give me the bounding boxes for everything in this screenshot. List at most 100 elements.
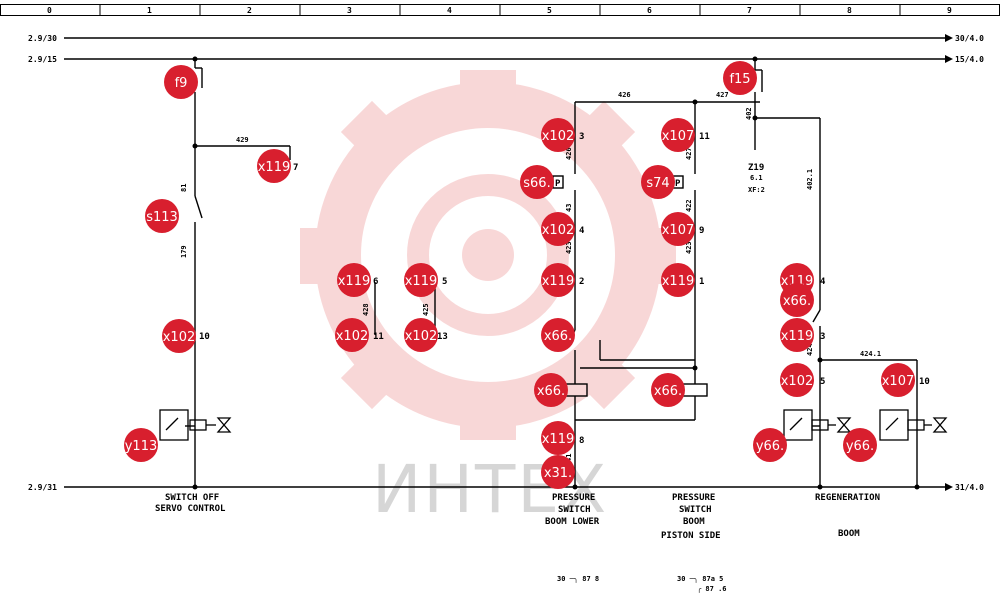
marker-x119-a[interactable]: x119 — [257, 149, 291, 183]
svg-text:x119: x119 — [781, 329, 814, 344]
relay-note-3: ╭ 87 .6 — [697, 585, 727, 593]
solenoid-valve-2 — [783, 409, 852, 441]
marker-x102-f[interactable]: x102 — [780, 363, 814, 397]
marker-x102-c[interactable]: x102 — [404, 318, 438, 352]
svg-text:s74: s74 — [646, 176, 669, 191]
ruler-col-3: 3 — [347, 6, 352, 15]
ruler-col-9: 9 — [947, 6, 952, 15]
marker-x119-f[interactable]: x119 — [541, 421, 575, 455]
svg-text:x119: x119 — [258, 160, 291, 175]
pin-x119-2: 2 — [579, 277, 584, 287]
marker-s113[interactable]: s113 — [145, 199, 179, 233]
svg-text:x119: x119 — [542, 432, 575, 447]
marker-x119-h[interactable]: x119 — [780, 318, 814, 352]
marker-y66-a[interactable]: y66. — [753, 428, 787, 462]
solenoid-valve-3 — [879, 409, 948, 441]
section-2-line-2: SWITCH — [558, 505, 591, 515]
section-2-line-3: BOOM LOWER — [545, 517, 600, 527]
section-1-line-2: SERVO CONTROL — [155, 504, 226, 514]
svg-text:x102: x102 — [542, 223, 575, 238]
svg-text:y66.: y66. — [756, 439, 784, 454]
ruler-col-1: 1 — [147, 6, 152, 15]
ref-z19: Z19 — [748, 163, 764, 173]
marker-x102-e[interactable]: x102 — [541, 212, 575, 246]
pin-x119-6: 6 — [373, 277, 378, 287]
wire-label-423: 423 — [565, 241, 573, 254]
wire-label-425: 425 — [422, 303, 430, 316]
wire-label-428: 428 — [362, 303, 370, 316]
marker-x119-c[interactable]: x119 — [404, 263, 438, 297]
wire-label-424: 424 — [806, 343, 814, 356]
marker-s66[interactable]: s66. — [520, 165, 554, 199]
rail-label-30-right: 30/4.0 — [955, 34, 984, 43]
section-4-line-2: BOOM — [838, 529, 860, 539]
wire-label-429: 429 — [236, 136, 249, 144]
section-3-line-3: BOOM — [683, 517, 705, 527]
section-2-line-1: PRESSURE — [552, 493, 595, 503]
marker-f15[interactable]: f15 — [723, 61, 757, 95]
section-3-line-2: SWITCH — [679, 505, 712, 515]
marker-x107-c[interactable]: x107 — [881, 363, 915, 397]
ruler-col-6: 6 — [647, 6, 652, 15]
marker-x66-d[interactable]: x66. — [780, 283, 814, 317]
pin-x119-3: 3 — [820, 332, 825, 342]
ruler-col-2: 2 — [247, 6, 252, 15]
svg-text:s113: s113 — [146, 210, 178, 225]
svg-text:x66.: x66. — [537, 384, 565, 399]
pin-x119-8: 8 — [579, 436, 584, 446]
svg-text:x102: x102 — [781, 374, 814, 389]
pin-x102-10: 10 — [199, 332, 210, 342]
svg-text:x119: x119 — [405, 274, 438, 289]
pin-x102-13: 13 — [437, 332, 448, 342]
pin-x119-1: 1 — [699, 277, 704, 287]
section-1-line-1: SWITCH OFF — [165, 493, 219, 503]
relay-note-1: 30 ─╮ 87 8 — [557, 575, 599, 583]
svg-text:x66.: x66. — [654, 384, 682, 399]
pin-x107-11: 11 — [699, 132, 710, 142]
marker-s74[interactable]: s74 — [641, 165, 675, 199]
ruler-col-5: 5 — [547, 6, 552, 15]
svg-text:x119: x119 — [338, 274, 371, 289]
marker-y66-b[interactable]: y66. — [843, 428, 877, 462]
svg-text:s66.: s66. — [523, 176, 550, 191]
pin-s66-p: P — [555, 179, 561, 189]
wire-label-427: 427 — [716, 91, 729, 99]
svg-text:x31.: x31. — [544, 466, 572, 481]
watermark-gear-logo — [300, 70, 676, 440]
wire-label-402: 402 — [745, 107, 753, 120]
marker-y113[interactable]: y113 — [124, 428, 158, 462]
marker-x31[interactable]: x31. — [541, 455, 575, 489]
marker-f9[interactable]: f9 — [164, 65, 198, 99]
svg-text:f15: f15 — [729, 72, 750, 87]
junction-dots — [192, 56, 920, 490]
ruler-col-0: 0 — [47, 6, 52, 15]
wire-label-423-b: 423 — [685, 241, 693, 254]
wire-label-41: 41 — [565, 454, 573, 462]
marker-x102-d[interactable]: x102 — [541, 118, 575, 152]
pin-x102-11: 11 — [373, 332, 384, 342]
marker-x66-c[interactable]: x66. — [651, 373, 685, 407]
ref-z19-xf: XF:2 — [748, 186, 765, 194]
marker-x107-a[interactable]: x107 — [661, 118, 695, 152]
marker-x66-b[interactable]: x66. — [534, 373, 568, 407]
svg-text:x66.: x66. — [783, 294, 811, 309]
marker-x119-e[interactable]: x119 — [661, 263, 695, 297]
pin-x102-5: 5 — [820, 377, 825, 387]
rail-arrows — [945, 34, 953, 491]
marker-x107-b[interactable]: x107 — [661, 212, 695, 246]
wire-label-426: 426 — [618, 91, 631, 99]
solenoid-valve-1 — [159, 409, 232, 441]
wire-label-81: 81 — [180, 184, 188, 192]
svg-text:x102: x102 — [336, 329, 369, 344]
marker-x119-b[interactable]: x119 — [337, 263, 371, 297]
marker-x119-d[interactable]: x119 — [541, 263, 575, 297]
wire-label-422: 422 — [685, 199, 693, 212]
svg-text:x107: x107 — [882, 374, 915, 389]
marker-x102-a[interactable]: x102 — [162, 319, 196, 353]
marker-x66-a[interactable]: x66. — [541, 318, 575, 352]
section-3-line-4: PISTON SIDE — [661, 531, 721, 541]
wire-label-43: 43 — [565, 204, 573, 212]
column-ruler: 0 1 2 3 4 5 6 7 8 9 — [0, 4, 1000, 16]
marker-x102-b[interactable]: x102 — [335, 318, 369, 352]
svg-text:y66.: y66. — [846, 439, 874, 454]
